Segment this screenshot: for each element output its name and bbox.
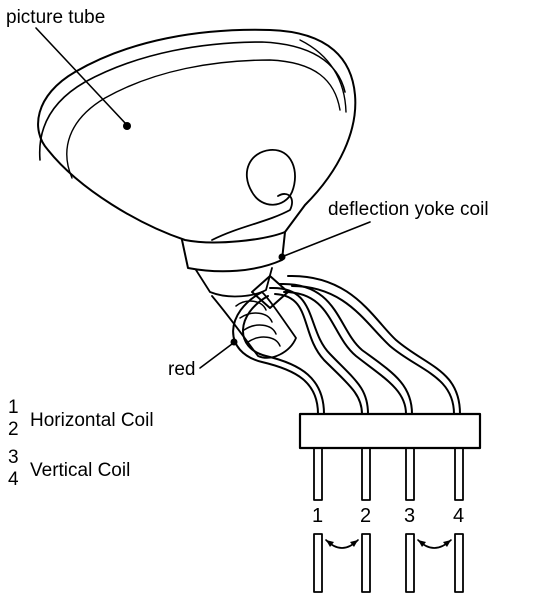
legend-number-3: 3 <box>8 448 19 467</box>
screen-contour-1 <box>40 42 345 160</box>
legend-number-1: 1 <box>8 398 19 417</box>
terminal-number-3: 3 <box>404 506 415 526</box>
legend-horizontal-coil: Horizontal Coil <box>30 411 154 430</box>
terminal-pin-1-upper <box>314 448 322 500</box>
wire-3-inner <box>284 292 406 414</box>
legend-number-4: 4 <box>8 470 19 489</box>
picture-tube-body <box>38 30 355 243</box>
leader-dot-deflection-yoke <box>279 254 286 261</box>
legend-vertical-coil: Vertical Coil <box>30 461 130 480</box>
leader-deflection-yoke <box>284 222 370 256</box>
winding-3 <box>244 325 276 334</box>
anode-cap <box>247 150 295 205</box>
terminal-pin-2-upper <box>362 448 370 500</box>
terminal-pin-4-upper <box>455 448 463 500</box>
terminal-number-2: 2 <box>360 506 371 526</box>
label-deflection-yoke-coil: deflection yoke coil <box>328 200 489 219</box>
label-red: red <box>168 360 195 379</box>
winding-4 <box>248 337 280 346</box>
label-picture-tube: picture tube <box>6 8 105 27</box>
terminal-pin-2-lower <box>362 534 370 592</box>
terminal-pin-4-lower <box>455 534 463 592</box>
terminal-pin-3-lower <box>406 534 414 592</box>
screen-contour-2 <box>67 60 340 178</box>
leader-picture-tube <box>36 28 126 124</box>
wire-2-inner <box>275 294 362 414</box>
terminal-pin-3-upper <box>406 448 414 500</box>
leader-red <box>200 344 232 368</box>
connector-block <box>300 414 480 448</box>
terminal-number-1: 1 <box>312 506 323 526</box>
terminal-number-4: 4 <box>453 506 464 526</box>
leader-dot-red <box>231 339 238 346</box>
leader-dot-picture-tube <box>123 122 131 130</box>
neck-ring-upper <box>182 232 285 271</box>
legend-number-2: 2 <box>8 420 19 439</box>
terminal-pin-1-lower <box>314 534 322 592</box>
